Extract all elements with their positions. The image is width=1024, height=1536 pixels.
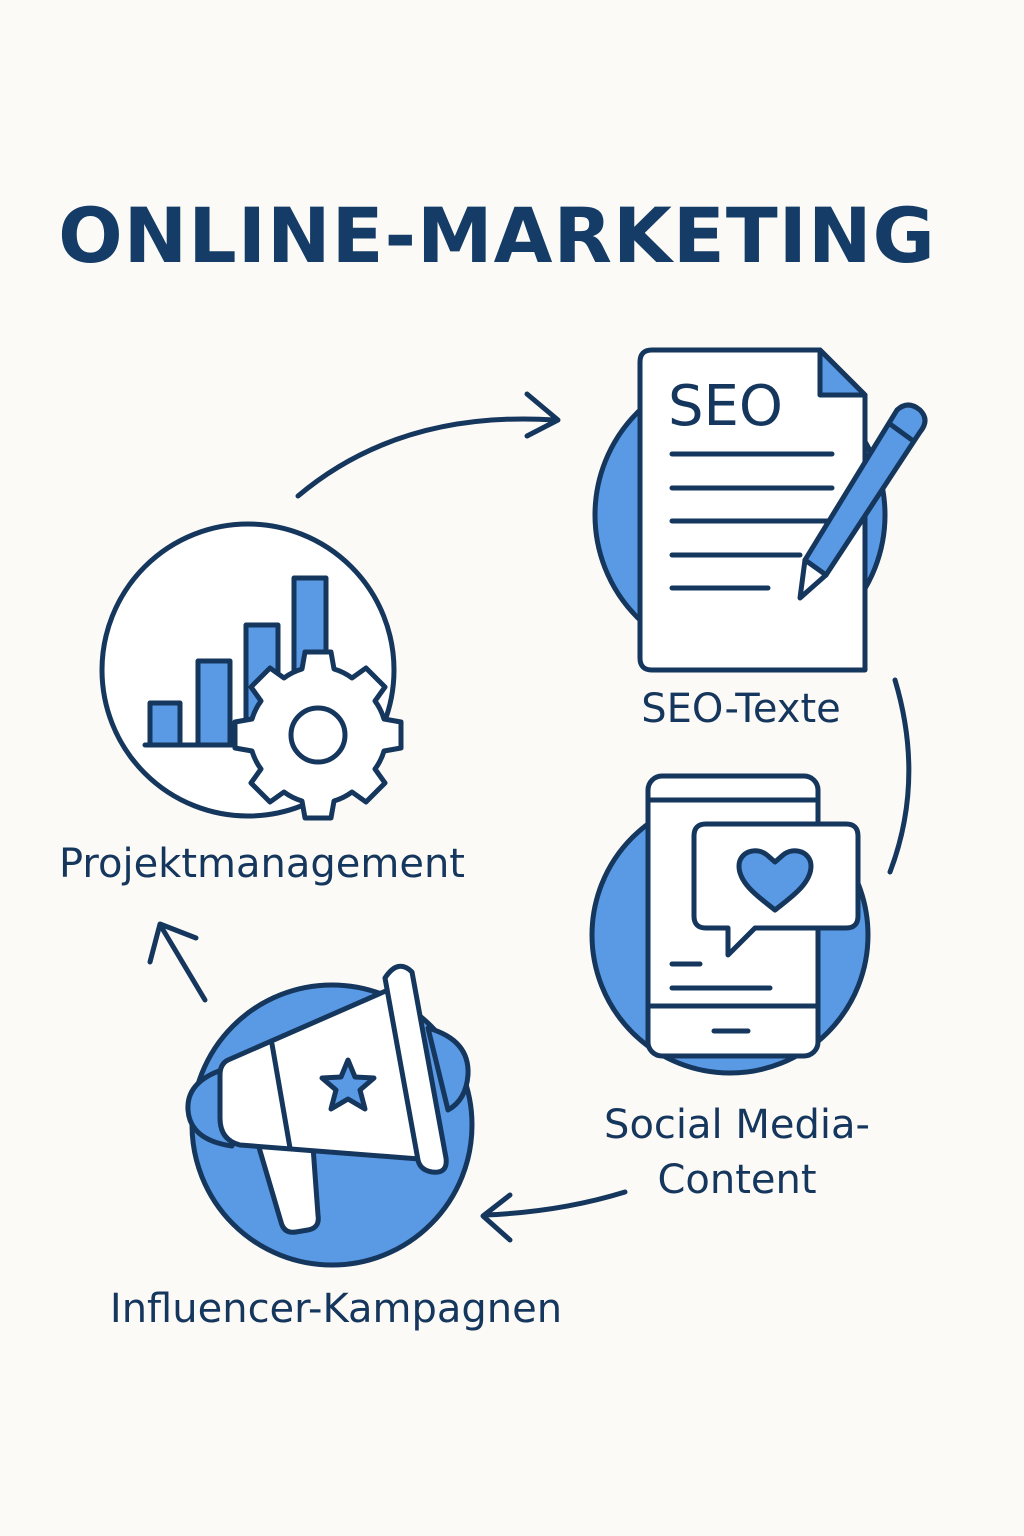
social-label-line1: Social Media- — [604, 1102, 870, 1148]
smartphone-heart-icon — [645, 773, 861, 1059]
bar-chart-gear-icon — [142, 575, 404, 821]
arrowhead-social-to-influencer — [480, 1192, 513, 1243]
arrow-social-to-influencer — [482, 1189, 628, 1218]
social-node: Social Media- Content — [589, 773, 871, 1203]
social-label-line2: Content — [657, 1157, 816, 1203]
page-title: ONLINE-MARKETING — [58, 191, 936, 280]
arrow-project-to-seo — [295, 416, 558, 499]
megaphone-icon — [185, 963, 471, 1235]
arrow-seo-to-social — [887, 677, 912, 875]
seo-document-text: SEO — [668, 374, 783, 439]
arrowhead-project-to-seo — [524, 391, 561, 439]
arrowhead-influencer-to-project — [147, 921, 199, 965]
pencil-icon — [797, 402, 928, 601]
arrow-influencer-to-project — [159, 925, 208, 1003]
influencer-label: Influencer-Kampagnen — [110, 1286, 562, 1332]
seo-label: SEO-Texte — [641, 686, 841, 732]
seo-document-icon: SEO — [637, 347, 868, 673]
seo-node: SEO SEO-Texte — [592, 347, 928, 732]
gear-icon — [232, 649, 404, 821]
influencer-node: Influencer-Kampagnen — [110, 963, 562, 1332]
project-label: Projektmanagement — [59, 841, 465, 887]
project-node: Projektmanagement — [59, 521, 465, 887]
cycle-arrows — [147, 391, 912, 1243]
